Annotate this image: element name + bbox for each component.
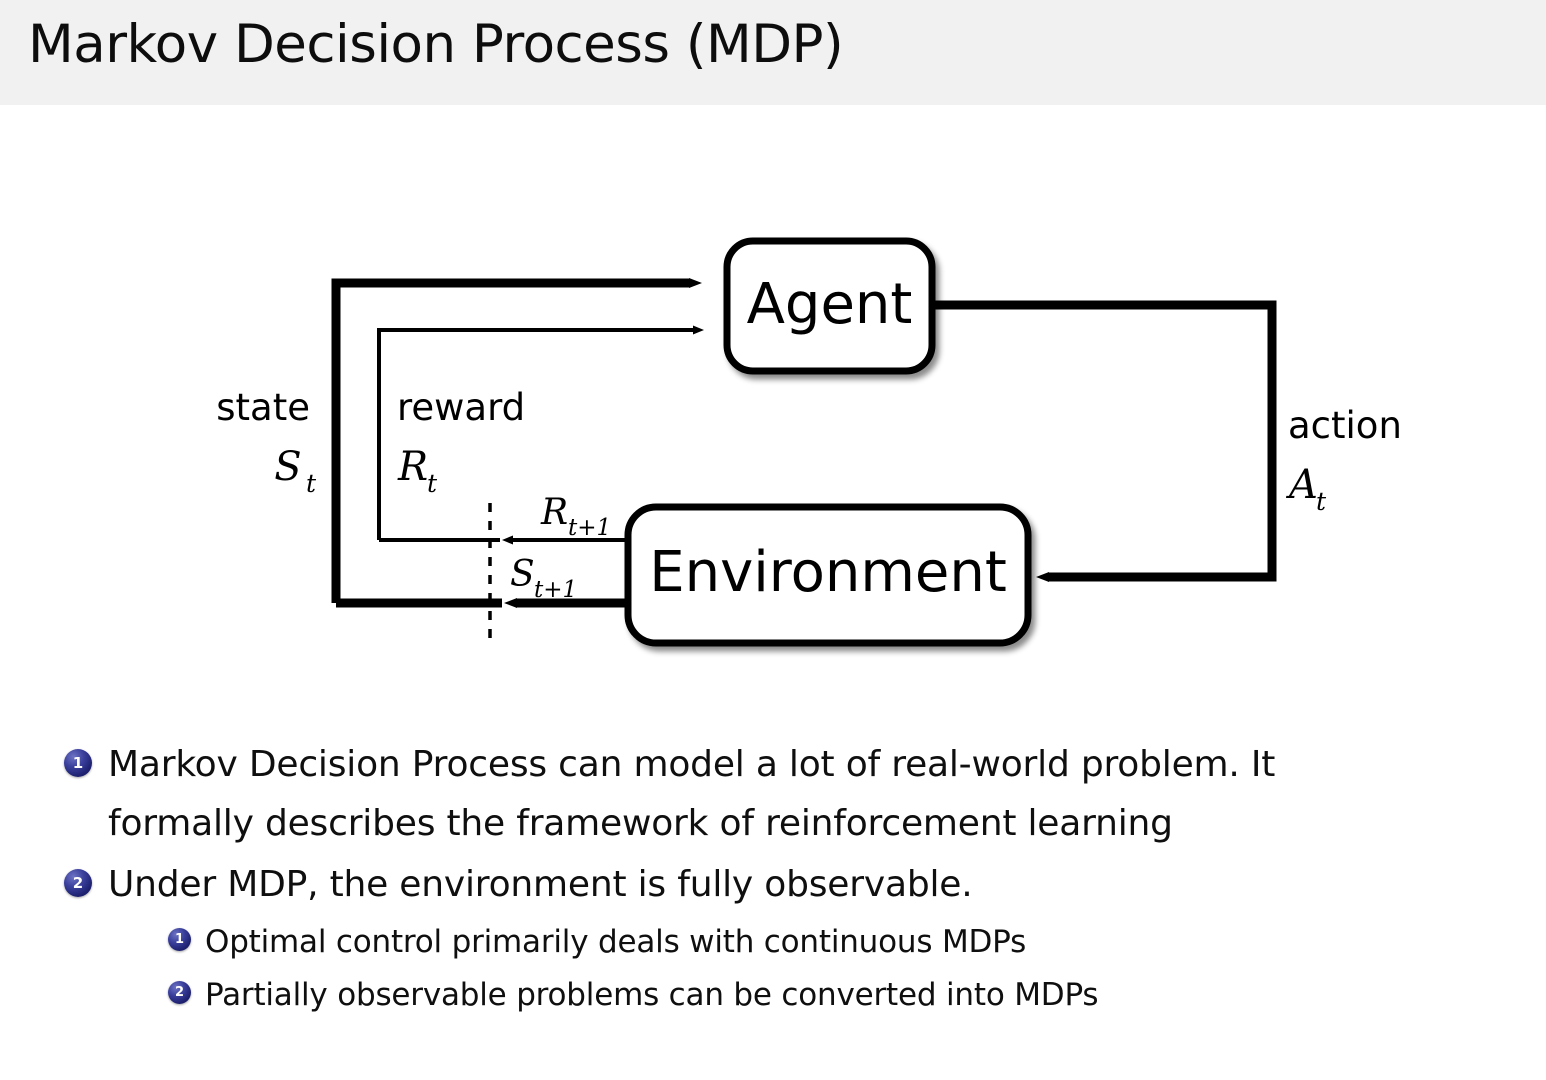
list-item-text-2: Under MDP, the environment is fully obse… [108, 864, 973, 905]
reward-next-label-symbol: R [540, 492, 568, 533]
environment-node: Environment [624, 503, 1032, 647]
action-path [932, 300, 1277, 582]
reward-feedback-path [377, 325, 704, 540]
bullet-marker-sub-1: 1 [168, 928, 191, 951]
reward-label-subscript: t [427, 469, 438, 498]
list-item-text-1: Markov Decision Process can model a lot … [108, 735, 1518, 853]
slide-header-band: Markov Decision Process (MDP) [0, 0, 1546, 105]
reward-label: reward R t [397, 386, 525, 498]
bullet-marker-2: 2 [64, 869, 92, 897]
action-label: action A t [1285, 404, 1402, 516]
state-feedback-path [331, 278, 702, 603]
list-item[interactable]: 2 Partially observable problems can be c… [0, 969, 1546, 1022]
list-item-text-1-line1: Markov Decision Process can model a lot … [108, 744, 1276, 785]
reward-label-symbol: R [397, 444, 428, 490]
reward-next-label-subscript: t+1 [568, 515, 611, 541]
agent-node: Agent [723, 237, 936, 375]
state-label-symbol: S [274, 444, 301, 490]
state-next-label-symbol: S [510, 554, 535, 595]
bullet-marker-1: 1 [64, 749, 92, 777]
action-label-symbol: A [1285, 462, 1318, 508]
environment-node-label: Environment [649, 540, 1007, 605]
page-title: Markov Decision Process (MDP) [28, 14, 844, 75]
state-label-word: state [216, 386, 310, 429]
list-item-text-1-line2: formally describes the framework of rein… [108, 803, 1173, 844]
list-item-text-sub-1: Optimal control primarily deals with con… [205, 924, 1027, 960]
reward-label-word: reward [397, 386, 525, 429]
list-item[interactable]: 1 Optimal control primarily deals with c… [0, 916, 1546, 969]
list-item[interactable]: 1 Markov Decision Process can model a lo… [0, 735, 1546, 853]
action-label-word: action [1288, 404, 1402, 447]
mdp-diagram: Agent Environment state S t reward R t a… [0, 105, 1546, 705]
list-item[interactable]: 2 Under MDP, the environment is fully ob… [0, 855, 1546, 914]
bullet-list: 1 Markov Decision Process can model a lo… [0, 735, 1546, 1022]
state-label-subscript: t [306, 469, 317, 498]
agent-environment-loop-svg: Agent Environment state S t reward R t a… [216, 237, 1402, 647]
bullet-marker-sub-2: 2 [168, 981, 191, 1004]
reward-next-label: R t+1 [540, 492, 611, 541]
list-item-text-sub-2: Partially observable problems can be con… [205, 977, 1099, 1013]
agent-node-label: Agent [747, 272, 913, 337]
state-label: state S t [216, 386, 317, 498]
state-next-label-subscript: t+1 [534, 577, 577, 603]
state-next-label: S t+1 [510, 554, 577, 603]
action-label-subscript: t [1316, 487, 1327, 516]
